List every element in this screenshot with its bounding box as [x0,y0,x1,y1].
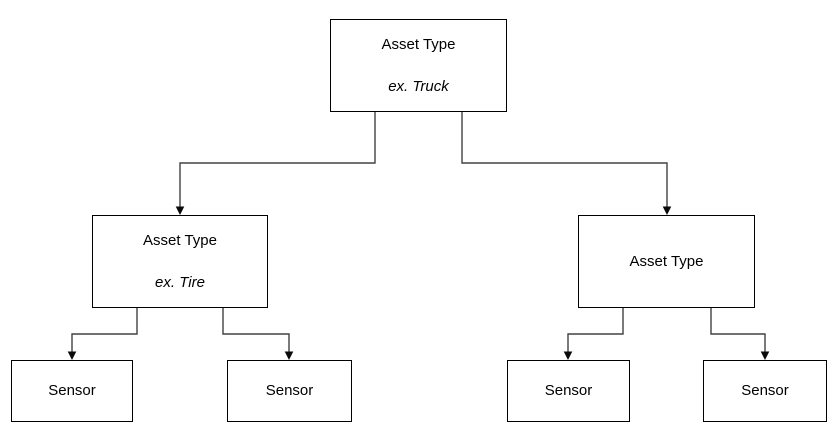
node-sensor-4: Sensor [703,360,827,422]
connector-left-asset-to-sensor-1 [67,308,138,360]
connector-right-asset-to-sensor-4 [710,308,770,360]
connector-root-to-left-asset [175,112,376,215]
node-asset-type-root: Asset Type ex. Truck [330,19,507,112]
node-sensor-2: Sensor [227,360,352,422]
node-sublabel: ex. Truck [388,77,449,95]
node-label: Sensor [544,382,593,399]
node-label: Asset Type [381,35,456,53]
node-label: Sensor [265,382,314,399]
node-sensor-3: Sensor [507,360,630,422]
node-label: Sensor [741,382,789,399]
node-label: Sensor [48,382,96,399]
connector-left-asset-to-sensor-2 [222,308,294,360]
node-sensor-1: Sensor [11,360,133,422]
node-label: Asset Type [629,252,704,270]
node-asset-type-right: Asset Type [578,215,755,308]
node-sublabel: ex. Tire [155,273,205,291]
node-label: Asset Type [143,231,217,249]
connector-root-to-right-asset [461,112,672,215]
connector-right-asset-to-sensor-3 [563,308,624,360]
node-asset-type-left: Asset Type ex. Tire [92,215,268,308]
